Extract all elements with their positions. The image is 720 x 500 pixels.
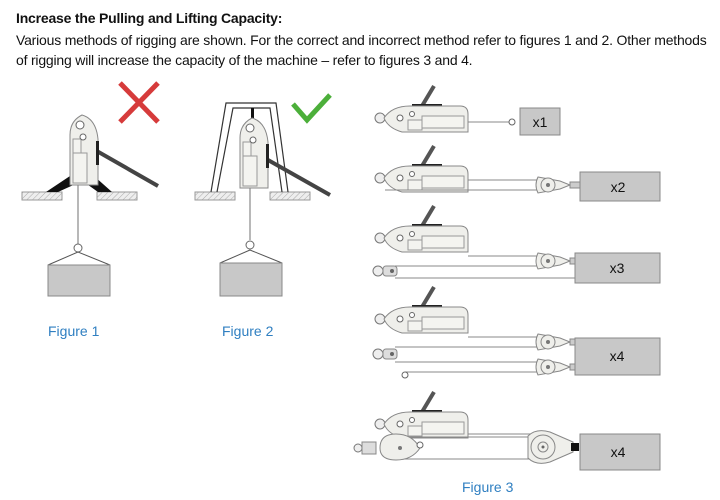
load-label: x4	[611, 444, 626, 460]
figure-3-row-5: x4	[353, 390, 661, 471]
section-heading: Increase the Pulling and Lifting Capacit…	[16, 10, 283, 26]
figure-2-illustration	[194, 93, 332, 297]
load-label: x1	[533, 114, 548, 130]
load-label: x4	[610, 348, 625, 364]
figure-3-row-3: x3	[372, 204, 661, 284]
figure-2-caption: Figure 2	[222, 323, 274, 339]
figure-1-illustration	[21, 81, 160, 297]
figure-3-caption: Figure 3	[462, 479, 514, 495]
figure-3-row-4: x4	[372, 285, 661, 379]
cross-icon	[118, 81, 160, 124]
load-label: x3	[610, 260, 625, 276]
check-icon	[291, 93, 332, 124]
figure-3-row-2: x2	[373, 144, 661, 202]
instruction-paragraph: Various methods of rigging are shown. Fo…	[16, 32, 707, 68]
figure-3-row-1: x1	[373, 84, 561, 136]
load-label: x2	[611, 179, 626, 195]
figure-1-caption: Figure 1	[48, 323, 100, 339]
